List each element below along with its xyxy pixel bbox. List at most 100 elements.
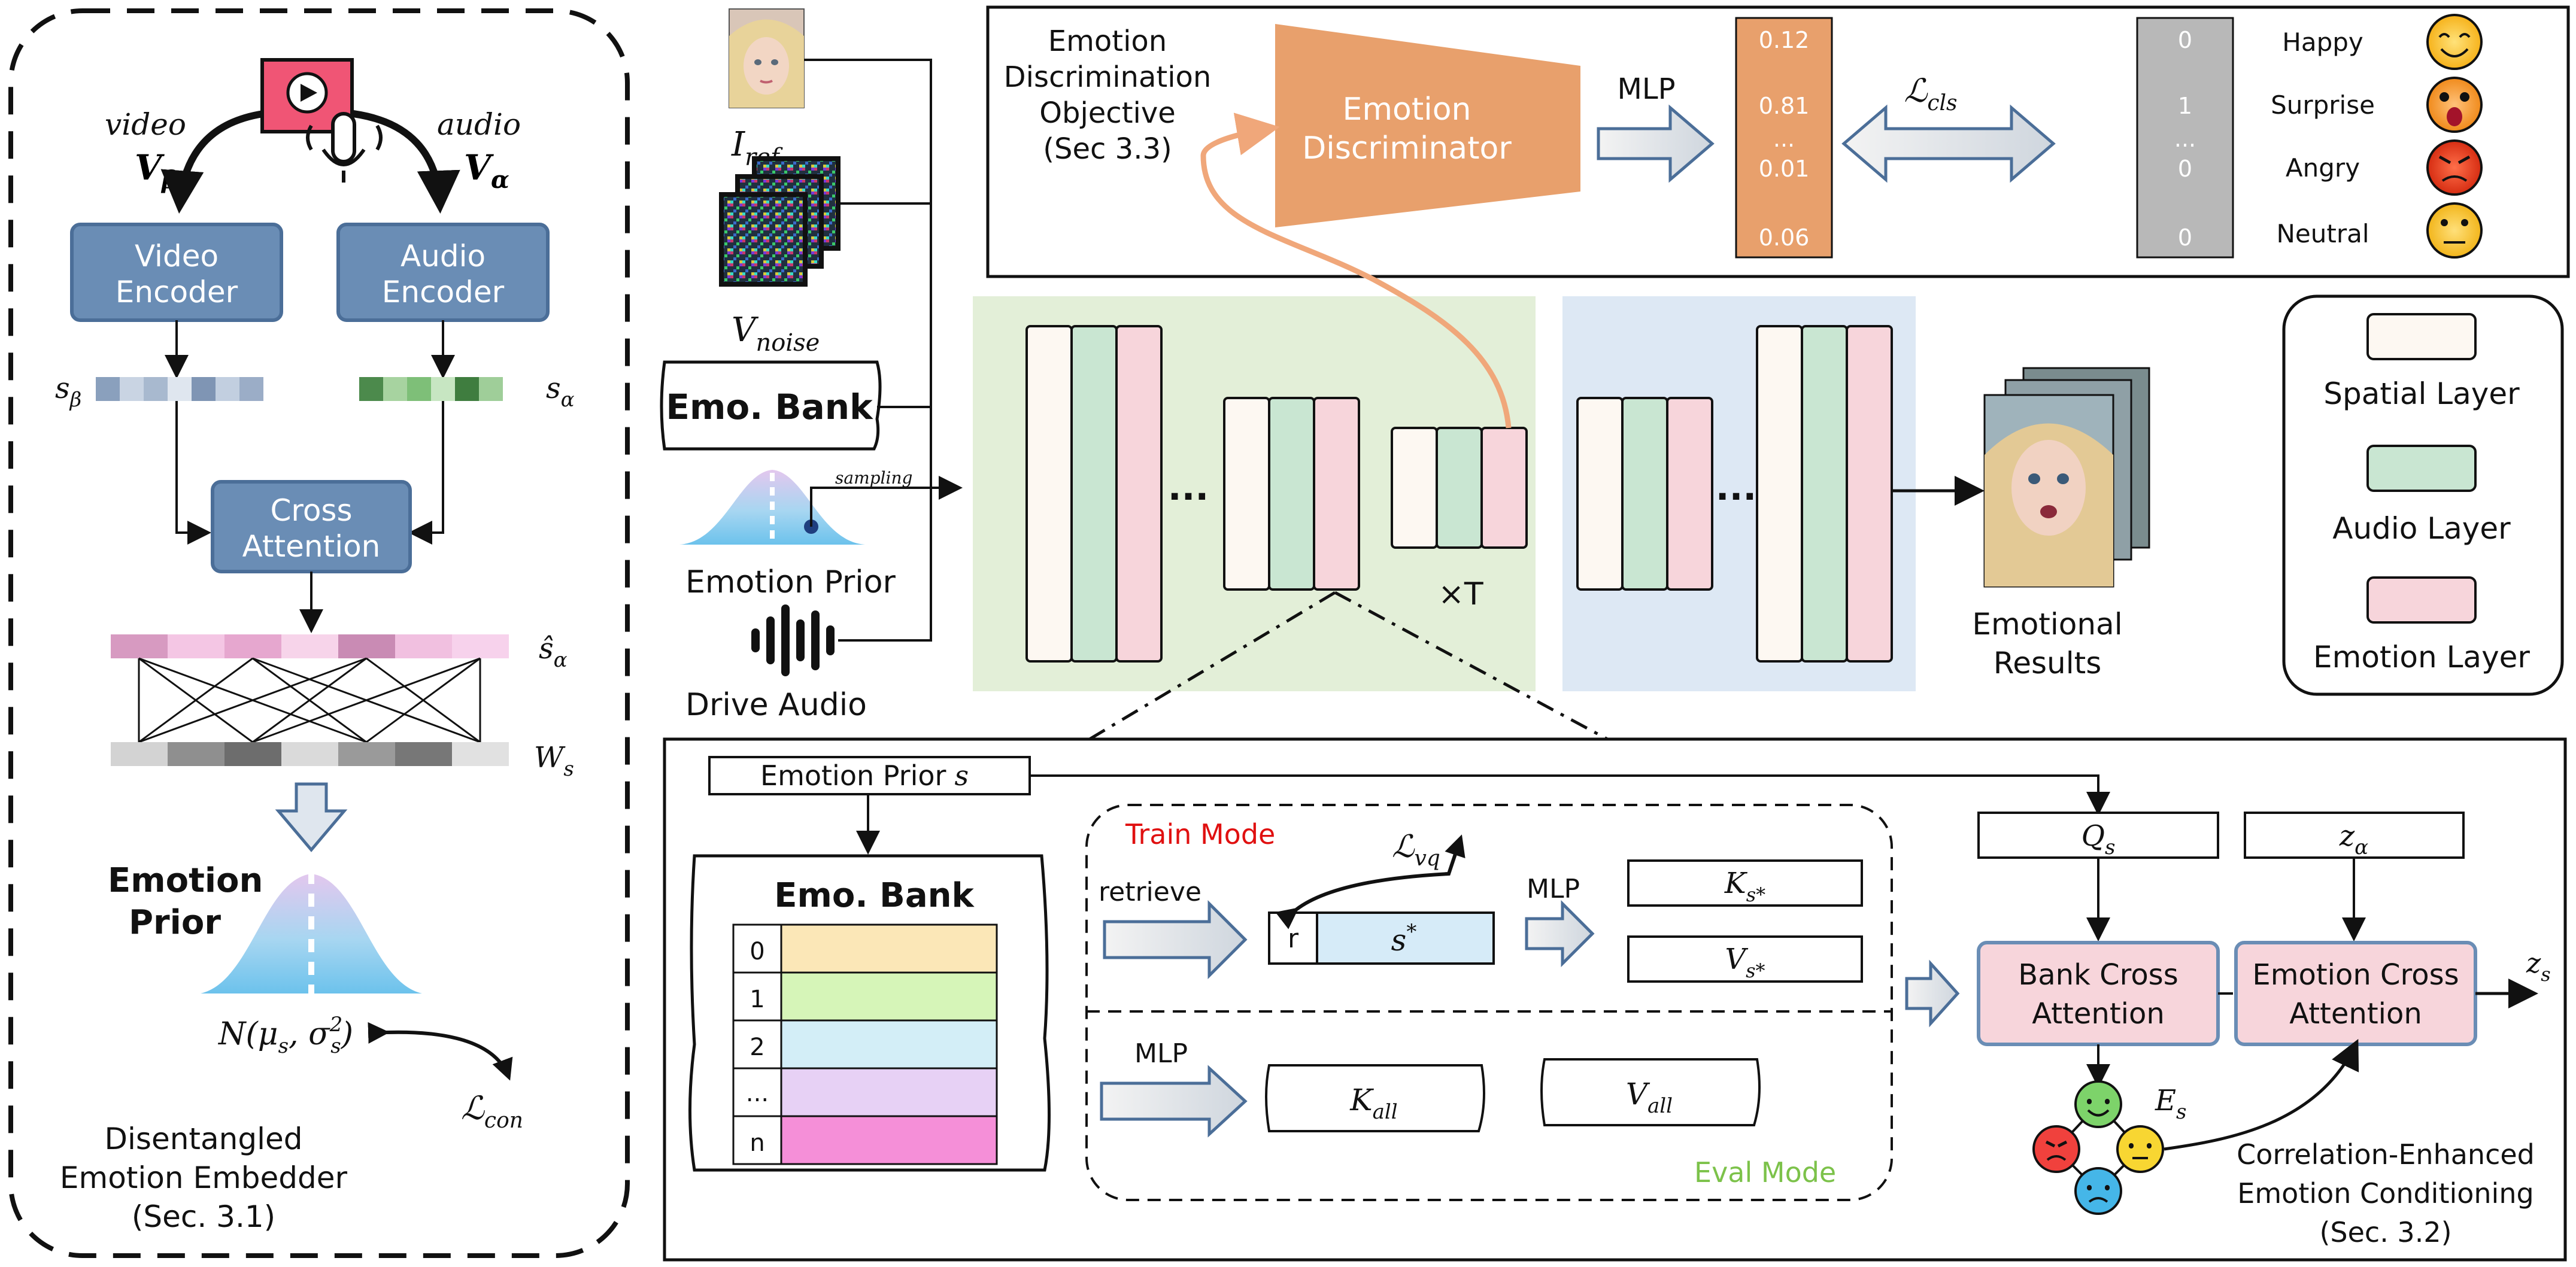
objective-line4: (Sec 3.3) [1043, 132, 1172, 166]
inputs-column: Iref Vnoise Emo. Bank sampling Emotion P… [660, 8, 963, 723]
v-s-box [1627, 935, 1863, 983]
v-all-label: Vall [1626, 1077, 1673, 1118]
emotion-cluster-icon [2032, 1080, 2164, 1215]
retrieve-label: retrieve [1099, 877, 1201, 907]
bank-row-index: 1 [750, 986, 764, 1013]
emotion-prior-input-label: Emotion Prior [685, 564, 896, 600]
prob-value: 0.01 [1759, 156, 1810, 182]
onehot-vector [2136, 17, 2234, 259]
layer-stack-large-left [1025, 325, 1163, 663]
denoising-backbone: ... ×T ... [973, 113, 1985, 691]
video-symbol: Vβ [135, 147, 178, 194]
video-encoder-line2: Encoder [116, 275, 238, 309]
emotion-prior-line1: Emotion [108, 861, 263, 900]
cross-attention-line1: Cross [270, 493, 352, 528]
k-all-label: Kall [1349, 1083, 1397, 1124]
v-all-box [1540, 1058, 1761, 1126]
sampling-label: sampling [835, 468, 912, 488]
cross-attention-box: Cross Attention [211, 480, 412, 573]
audio-encoder-line1: Audio [400, 239, 486, 274]
bank-cross-line2: Attention [2032, 997, 2165, 1031]
audio-label: audio [437, 107, 521, 142]
layer-stack-mid-right [1576, 397, 1713, 591]
video-encoder-box: Video Encoder [70, 223, 283, 322]
emo-bank-input: Emo. Bank [660, 360, 882, 451]
layer-stack-small [1391, 427, 1528, 549]
probability-vector [1735, 17, 1833, 259]
neutral-emoji-icon [2426, 202, 2483, 259]
bank-row-index: n [750, 1129, 764, 1157]
noise-video-stack [719, 156, 841, 287]
l-con-arrow [368, 1022, 513, 1081]
e-s-to-emotion-cross-arrow [2164, 1038, 2359, 1151]
to-bank-cross-block-arrow [1905, 959, 1960, 1028]
video-encoder-line1: Video [135, 239, 219, 274]
emotion-layer-swatch [2366, 576, 2477, 624]
q-s-label: Qs [2082, 819, 2116, 859]
emotion-label-angry: Angry [2286, 153, 2360, 183]
v-noise-label: Vnoise [732, 311, 820, 357]
objective-line3: Objective [1039, 96, 1176, 130]
k-s-label: Ks* [1724, 867, 1765, 906]
audio-flow-arrow [353, 110, 460, 214]
bank-row-index: 0 [750, 938, 764, 965]
mlp-eval-label: MLP [1134, 1038, 1188, 1069]
top-mlp-label: MLP [1617, 72, 1675, 106]
train-mode-label: Train Mode [1125, 818, 1275, 850]
w-s-label: Ws [534, 741, 574, 781]
mlp-block-arrow [1597, 104, 1715, 183]
emotion-discriminator [1275, 24, 1580, 227]
conditioning-caption-line3: (Sec. 3.2) [2319, 1216, 2451, 1248]
audio-layer-swatch [2366, 445, 2477, 492]
video-label: video [105, 107, 186, 142]
s-hat-feature-strip [111, 634, 509, 658]
emotion-cross-line1: Emotion Cross [2252, 958, 2459, 992]
bank-row-index: 2 [750, 1034, 764, 1061]
s-beta-feature-strip [96, 377, 263, 401]
embedder-caption-line2: Emotion Embedder [60, 1160, 348, 1195]
objective-line2: Discrimination [1004, 60, 1212, 94]
embedder-caption-line1: Disentangled [105, 1122, 303, 1156]
r-label: r [1288, 923, 1299, 954]
emotional-results-stack [1983, 367, 2150, 588]
reference-image [729, 8, 805, 108]
retrieve-block-arrow [1103, 900, 1248, 980]
drive-audio-label: Drive Audio [685, 687, 867, 723]
ellipsis: ... [1716, 467, 1756, 509]
microphone-icon [306, 112, 383, 183]
onehot-value: 0 [2178, 156, 2192, 182]
attention-connections [138, 657, 481, 743]
v-s-label: Vs* [1725, 943, 1765, 982]
k-s-box [1627, 859, 1863, 907]
l-vq-arrow [1275, 834, 1466, 929]
prob-value: 0.06 [1759, 224, 1810, 251]
l-cls-label: ℒcls [1904, 72, 1957, 116]
w-s-feature-strip [111, 742, 509, 766]
s-hat-label: ŝα [539, 632, 568, 672]
emotion-prior-input: sampling [679, 468, 963, 545]
emotion-prior-s-box [708, 756, 1031, 795]
emo-bank-input-label: Emo. Bank [666, 387, 873, 427]
layer-legend: Spatial Layer Audio Layer Emotion Layer [2282, 294, 2564, 696]
drive-audio-waveform-icon [751, 604, 835, 676]
legend-spatial-label: Spatial Layer [2323, 376, 2520, 411]
conditioning-caption-line1: Correlation-Enhanced [2237, 1138, 2535, 1171]
emotion-prior-line2: Prior [129, 903, 221, 942]
audio-encoder-line2: Encoder [382, 275, 505, 309]
l-vq-label: ℒvq [1392, 829, 1440, 871]
s-beta-label: sβ [55, 372, 81, 412]
eval-mode-label: Eval Mode [1694, 1156, 1836, 1189]
discriminator-line1: Emotion [1343, 92, 1471, 127]
mlp-train-label: MLP [1527, 874, 1580, 904]
z-s-label: zs [2526, 947, 2551, 986]
e-s-label: Es [2155, 1084, 2187, 1124]
ellipsis: ... [1168, 467, 1209, 509]
video-clip-icon [260, 58, 354, 133]
bank-cross-line1: Bank Cross [2018, 958, 2178, 992]
s-alpha-feature-strip [359, 377, 503, 401]
angry-emoji-icon [2426, 139, 2483, 196]
